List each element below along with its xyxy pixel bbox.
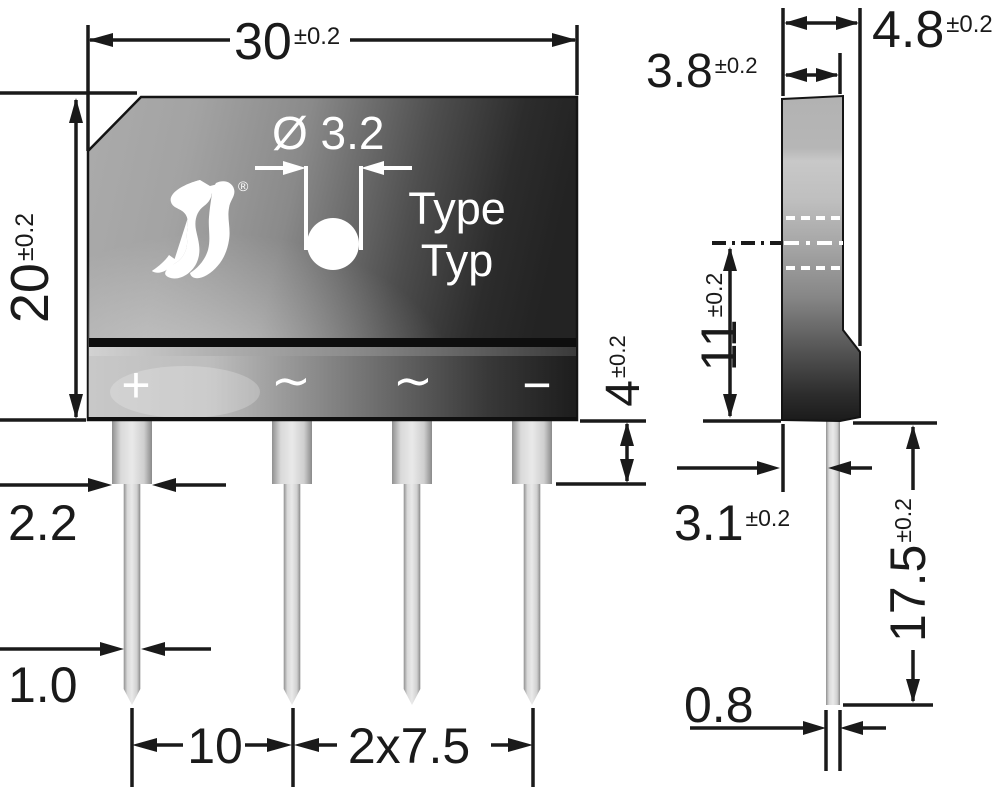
- dim-lead-pitch-outer: 10: [187, 718, 243, 774]
- side-view: [712, 94, 861, 705]
- dimension-arrowheads: [69, 16, 920, 752]
- dim-standoff-height: 4±0.2: [597, 335, 650, 407]
- lead-tail: [523, 484, 541, 705]
- dim-lead-offset: 3.1±0.2: [674, 495, 791, 551]
- hole-arrow-left: [283, 161, 306, 175]
- front-body-bottom-edge: [88, 417, 577, 421]
- side-lead: [826, 420, 840, 705]
- hidden-hole-lines: [784, 216, 845, 270]
- lead-shoulder: [272, 420, 312, 484]
- lead-tail: [123, 484, 141, 705]
- terminal-label-ac1: ∼: [270, 355, 312, 408]
- dim-lead-pitch-inner: 2x7.5: [347, 718, 471, 774]
- front-leads: [112, 420, 552, 705]
- terminal-label-ac2: ∼: [392, 355, 434, 408]
- terminal-label-minus: −: [522, 357, 552, 413]
- dimension-lines: [0, 8, 937, 787]
- brand-logo-icon: [152, 180, 235, 279]
- hole-arrow-right: [361, 161, 384, 175]
- dim-lead-width-upper: 2.2: [8, 495, 78, 551]
- front-view: [86, 95, 579, 705]
- dim-hole-diameter: Ø 3.2: [272, 107, 385, 159]
- dim-lead-length: 17.5±0.2: [880, 498, 936, 642]
- dim-lead-width-lower: 1.0: [8, 657, 78, 713]
- terminal-label-plus: +: [121, 357, 151, 413]
- dim-body-height: 20±0.2: [0, 212, 60, 324]
- dim-lead-thickness: 0.8: [684, 677, 754, 733]
- type-marking-line2: Typ: [420, 235, 494, 287]
- side-body: [781, 94, 861, 423]
- dim-body-width: 30±0.2: [234, 13, 341, 71]
- front-groove-light: [89, 347, 576, 356]
- front-terminal-strip: [89, 356, 576, 418]
- lead-shoulder: [392, 420, 432, 484]
- lead-tail: [403, 484, 421, 705]
- type-marking-line1: Type: [408, 183, 506, 234]
- lead-shoulder: [512, 420, 552, 484]
- front-groove-dark: [89, 338, 576, 347]
- type-marking: Type Typ: [398, 183, 516, 287]
- hole-dimension-graphics: [255, 166, 412, 250]
- dim-hole-center-height: 11±0.2: [691, 272, 747, 372]
- lead-tail: [283, 484, 301, 705]
- dim-body-thickness: 3.8±0.2: [646, 45, 758, 98]
- registered-trademark-icon: ®: [238, 178, 249, 194]
- lead-shoulder: [112, 420, 152, 484]
- mounting-hole: [307, 218, 359, 270]
- dim-overall-thickness: 4.8±0.2: [872, 1, 993, 59]
- strip-highlight: [110, 366, 260, 418]
